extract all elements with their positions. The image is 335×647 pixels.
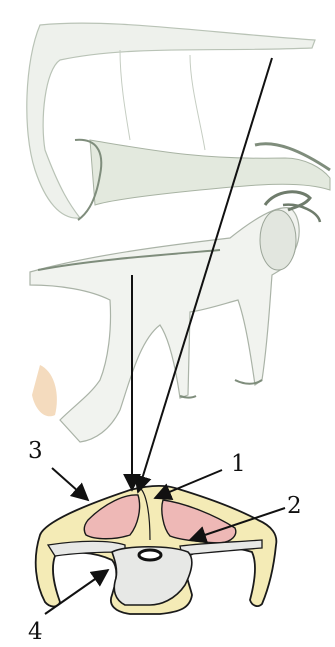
callout-label-3: 3 — [28, 440, 43, 463]
arrow-label-3 — [52, 468, 88, 500]
spinal-canal — [139, 550, 161, 560]
carcass-sketch — [27, 23, 330, 220]
steer-sketch — [30, 192, 320, 442]
callout-label-1: 1 — [231, 453, 246, 476]
left-muscle — [84, 495, 139, 539]
callout-label-4: 4 — [28, 621, 43, 644]
callout-label-2: 2 — [287, 495, 302, 518]
